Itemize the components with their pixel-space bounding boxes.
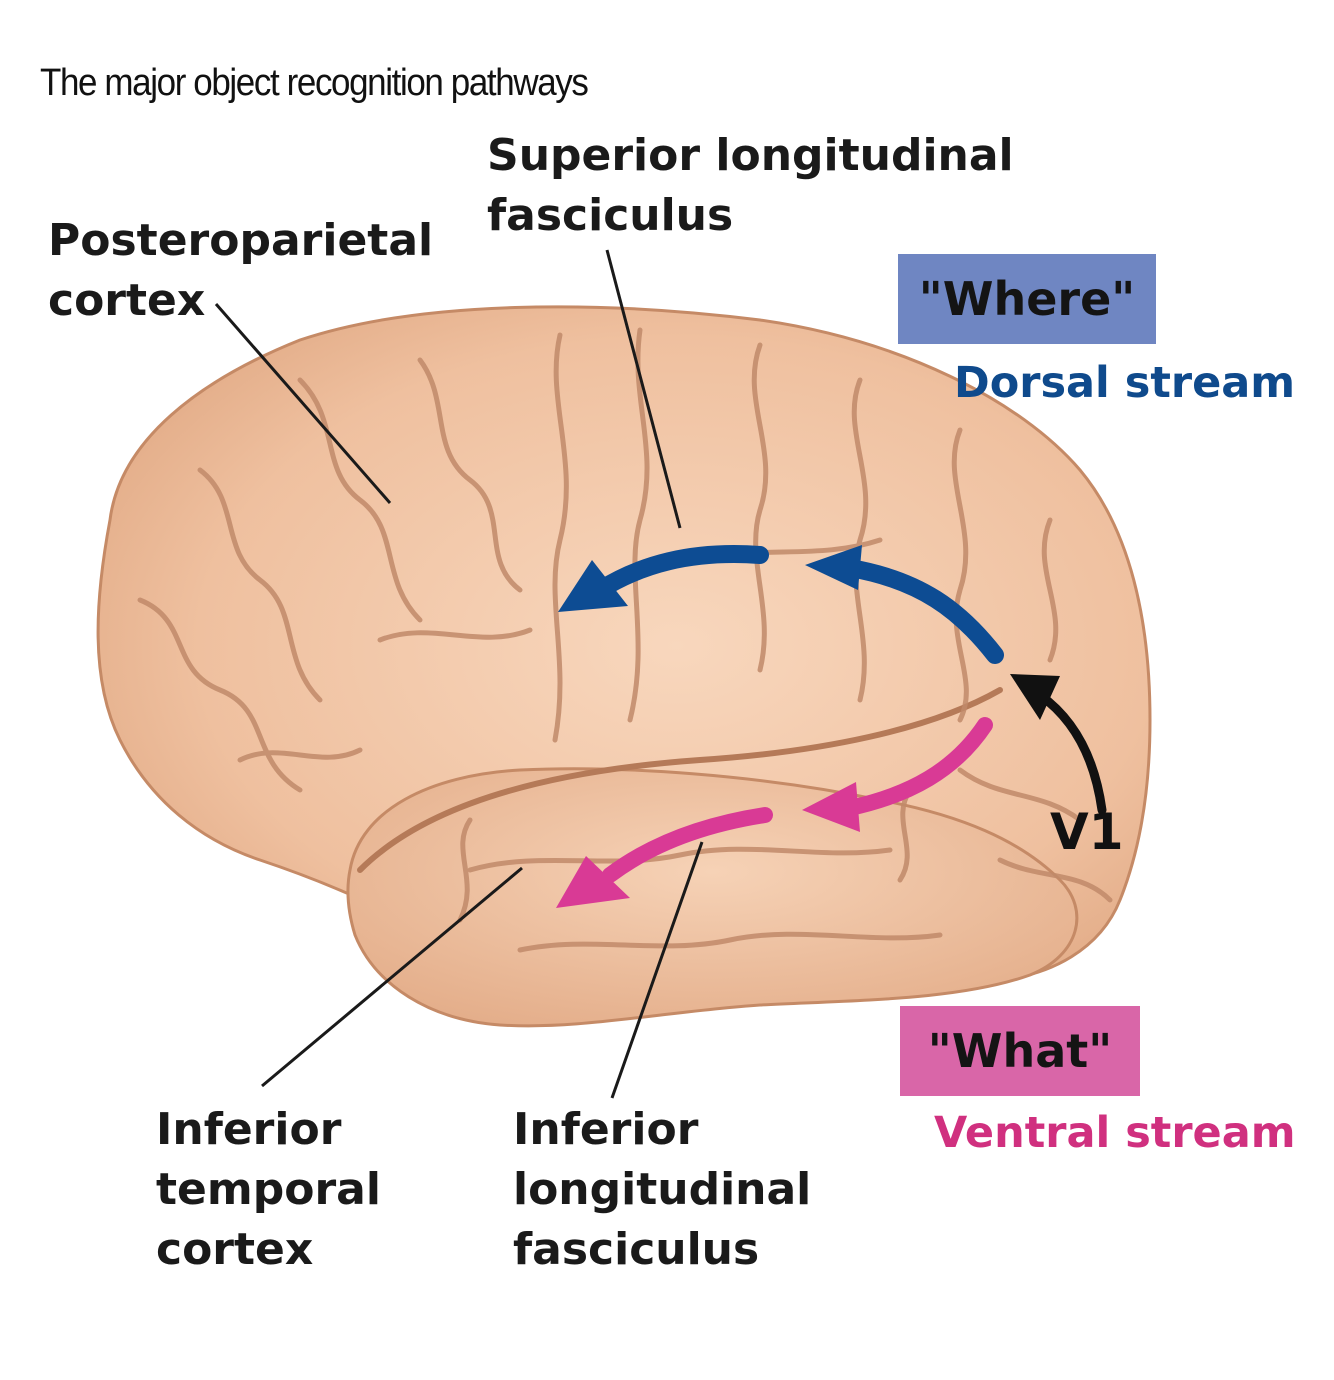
inferior-longitudinal-label: Inferior longitudinal fasciculus — [513, 1100, 811, 1280]
posteroparietal-label-line: Posteroparietal — [48, 215, 434, 266]
v1-arrow — [1010, 674, 1107, 815]
figure-title: The major object recognition pathways — [40, 62, 589, 104]
posteroparietal-leader — [214, 303, 392, 504]
leader-lines — [214, 249, 704, 1099]
posteroparietal-label: Posteroparietal cortex — [48, 211, 433, 331]
dorsal-arrow-front-head — [558, 560, 628, 612]
posteroparietal-label-line: cortex — [48, 275, 206, 326]
dorsal-stream-label: Dorsal stream — [954, 358, 1296, 408]
inferior-temporal-label-line: temporal — [156, 1164, 381, 1215]
dorsal-arrows — [558, 545, 1004, 664]
inferior-longitudinal-leader — [610, 841, 704, 1099]
dorsal-arrow-back — [841, 559, 1004, 664]
v1-label: V1 — [1050, 803, 1124, 861]
ventral-arrow-front — [602, 807, 773, 883]
lateral-fissure — [357, 687, 1003, 873]
ventral-arrow-back — [842, 717, 993, 816]
superior-longitudinal-label: Superior longitudinal fasciculus — [487, 126, 1014, 246]
dorsal-arrow-back-head — [805, 545, 862, 590]
temporal-lobe-shape — [346, 767, 1079, 1028]
inferior-longitudinal-label-line: fasciculus — [513, 1224, 760, 1275]
sulci — [137, 327, 1113, 953]
superior-longitudinal-label-line: Superior longitudinal — [487, 130, 1014, 181]
superior-longitudinal-leader — [605, 249, 682, 529]
inferior-temporal-label: Inferior temporal cortex — [156, 1100, 381, 1280]
dorsal-arrow-front — [591, 545, 769, 599]
where-box: "Where" — [898, 254, 1156, 344]
inferior-temporal-label-line: Inferior — [156, 1104, 342, 1155]
ventral-arrows — [556, 717, 993, 908]
ventral-arrow-front-head — [556, 856, 630, 908]
inferior-temporal-leader — [261, 866, 523, 1088]
superior-longitudinal-label-line: fasciculus — [487, 190, 734, 241]
inferior-longitudinal-label-line: longitudinal — [513, 1164, 812, 1215]
inferior-longitudinal-label-line: Inferior — [513, 1104, 699, 1155]
inferior-temporal-label-line: cortex — [156, 1224, 314, 1275]
what-box: "What" — [900, 1006, 1140, 1096]
ventral-arrow-back-head — [802, 782, 860, 832]
ventral-stream-label: Ventral stream — [934, 1108, 1296, 1158]
